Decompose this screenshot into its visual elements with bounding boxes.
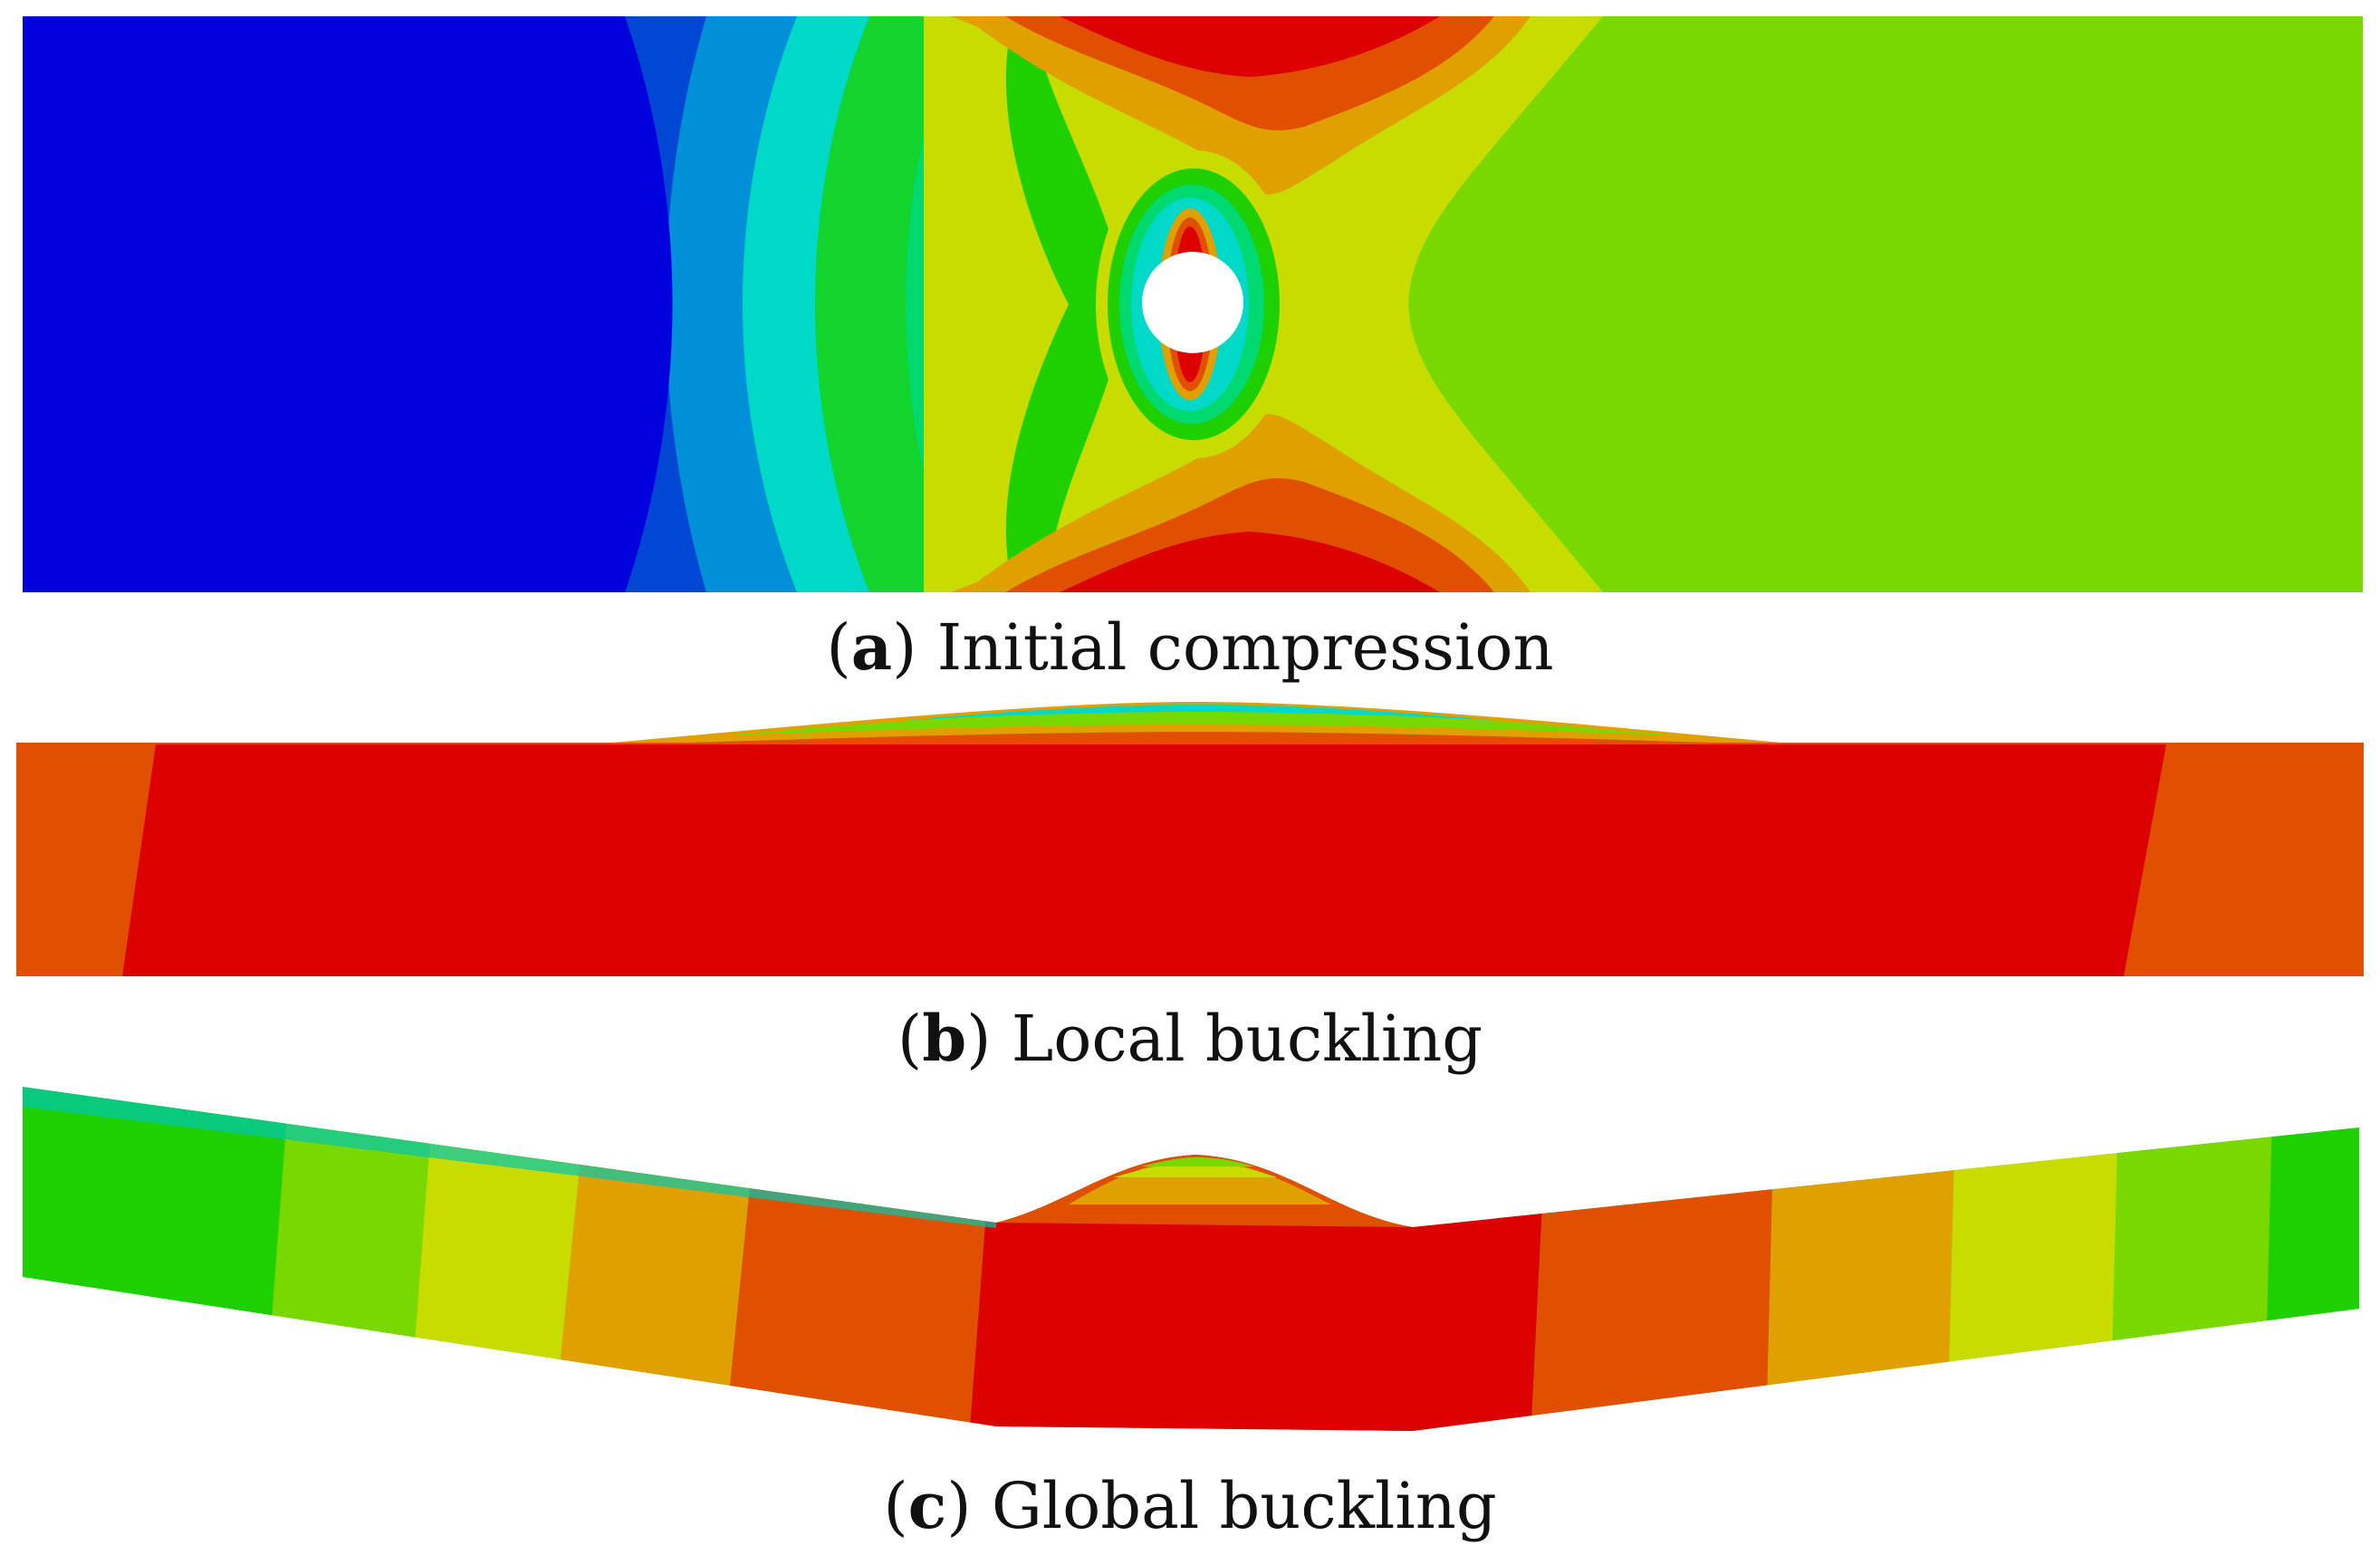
- caption-b: (b) Local buckling: [897, 1001, 1483, 1076]
- caption-a-title: Initial compression: [936, 610, 1554, 685]
- caption-c: (c) Global buckling: [883, 1468, 1497, 1543]
- panel-c-contour: [23, 1087, 2359, 1431]
- caption-a: (a) Initial compression: [826, 610, 1554, 685]
- caption-c-letter: c: [907, 1468, 947, 1543]
- caption-b-title: Local buckling: [1011, 1002, 1483, 1076]
- hole: [1142, 252, 1243, 353]
- caption-c-title: Global buckling: [991, 1469, 1497, 1543]
- panel-b-contour: [16, 702, 2364, 976]
- caption-b-letter: b: [922, 1001, 967, 1076]
- caption-a-letter: a: [850, 610, 893, 685]
- panel-a-contour: [23, 16, 2363, 592]
